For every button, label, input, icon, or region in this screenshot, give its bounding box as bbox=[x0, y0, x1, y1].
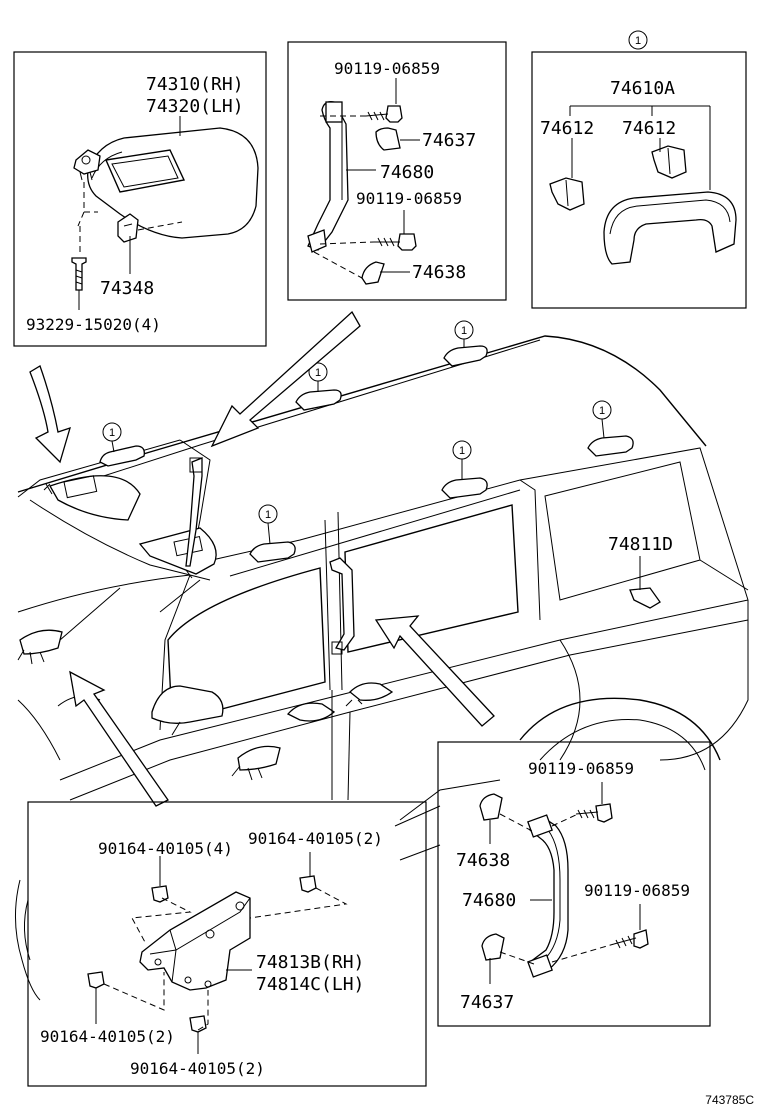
vehicle-a-pillar-grip bbox=[185, 457, 203, 567]
label-sun-visor-rh: 74310(RH) bbox=[146, 74, 244, 95]
vehicle-assist-grip-2: 1 bbox=[295, 362, 342, 411]
label-grip-b-handle: 74680 bbox=[462, 890, 516, 911]
pointer-arrow-visor bbox=[29, 365, 71, 464]
label-assist-cap-right: 74612 bbox=[622, 118, 676, 139]
label-bracket-rh: 74813B(RH) bbox=[256, 952, 364, 973]
vehicle-assist-grip-5: 1 bbox=[441, 440, 488, 499]
label-assist-assy: 74610A bbox=[610, 78, 675, 99]
vehicle-marker-3: 1 bbox=[461, 325, 467, 337]
label-bracket-bolt-d: 90164-40105(2) bbox=[130, 1059, 265, 1078]
inset-a-pillar-grip: 90119-06859 74637 74680 90119-06859 7463… bbox=[287, 41, 507, 301]
inset-bracket: 90164-40105(4) 90164-40105(2) 74813B(RH)… bbox=[27, 801, 427, 1087]
vehicle-marker-4: 1 bbox=[599, 405, 605, 417]
label-hook: 74811D bbox=[608, 534, 673, 555]
label-visor-holder: 74348 bbox=[100, 278, 154, 299]
pointer-arrow-a-pillar bbox=[210, 310, 361, 448]
assist-marker: 1 bbox=[635, 35, 641, 47]
label-visor-screw: 93229-15020(4) bbox=[26, 315, 161, 334]
label-grip-a-handle: 74680 bbox=[380, 162, 434, 183]
label-assist-cap-left: 74612 bbox=[540, 118, 594, 139]
figure-id: 743785C bbox=[705, 1093, 754, 1107]
callout-hook: 74811D bbox=[608, 534, 673, 590]
label-grip-a-cap-bottom: 74638 bbox=[412, 262, 466, 283]
label-bracket-bolt-b: 90164-40105(2) bbox=[248, 829, 383, 848]
vehicle-marker-1: 1 bbox=[109, 427, 115, 439]
label-grip-b-bolt-top: 90119-06859 bbox=[528, 759, 634, 778]
vehicle-assist-grip-6: 1 bbox=[249, 504, 296, 563]
vehicle-marker-6: 1 bbox=[265, 509, 271, 521]
label-grip-a-bolt-bottom: 90119-06859 bbox=[356, 189, 462, 208]
pointer-arrow-b-pillar bbox=[374, 615, 495, 727]
label-grip-b-bolt-bottom: 90119-06859 bbox=[584, 881, 690, 900]
label-grip-a-bolt-top: 90119-06859 bbox=[334, 59, 440, 78]
label-sun-visor-lh: 74320(LH) bbox=[146, 96, 244, 117]
inset-sun-visor: 74310(RH) 74320(LH) 74348 93229-15020(4) bbox=[13, 51, 267, 347]
vehicle-marker-5: 1 bbox=[459, 445, 465, 457]
vehicle-coat-hook bbox=[629, 587, 661, 609]
vehicle-sun-visor-right bbox=[138, 527, 217, 579]
vehicle-sun-visor-left bbox=[43, 475, 141, 521]
label-bracket-bolt-a: 90164-40105(4) bbox=[98, 839, 233, 858]
label-bracket-bolt-c: 90164-40105(2) bbox=[40, 1027, 175, 1046]
vehicle-b-pillar-grip bbox=[329, 557, 355, 655]
pointer-arrow-bracket bbox=[69, 670, 169, 807]
vehicle-assist-grip-1: 1 bbox=[99, 422, 145, 467]
label-grip-b-cap-top: 74638 bbox=[456, 850, 510, 871]
vehicle-marker-2: 1 bbox=[315, 367, 321, 379]
vehicle-assist-grip-4: 1 bbox=[587, 400, 634, 457]
inset-assist-grip: 1 74610A 74612 74612 bbox=[531, 30, 747, 309]
inset-b-pillar-grip: 90119-06859 74638 74680 90119-06859 7463… bbox=[437, 741, 711, 1027]
label-grip-a-cap-top: 74637 bbox=[422, 130, 476, 151]
vehicle-body bbox=[15, 335, 749, 1001]
label-grip-b-cap-bottom: 74637 bbox=[460, 992, 514, 1013]
label-bracket-lh: 74814C(LH) bbox=[256, 974, 364, 995]
vehicle-assist-grip-3: 1 bbox=[443, 320, 488, 367]
